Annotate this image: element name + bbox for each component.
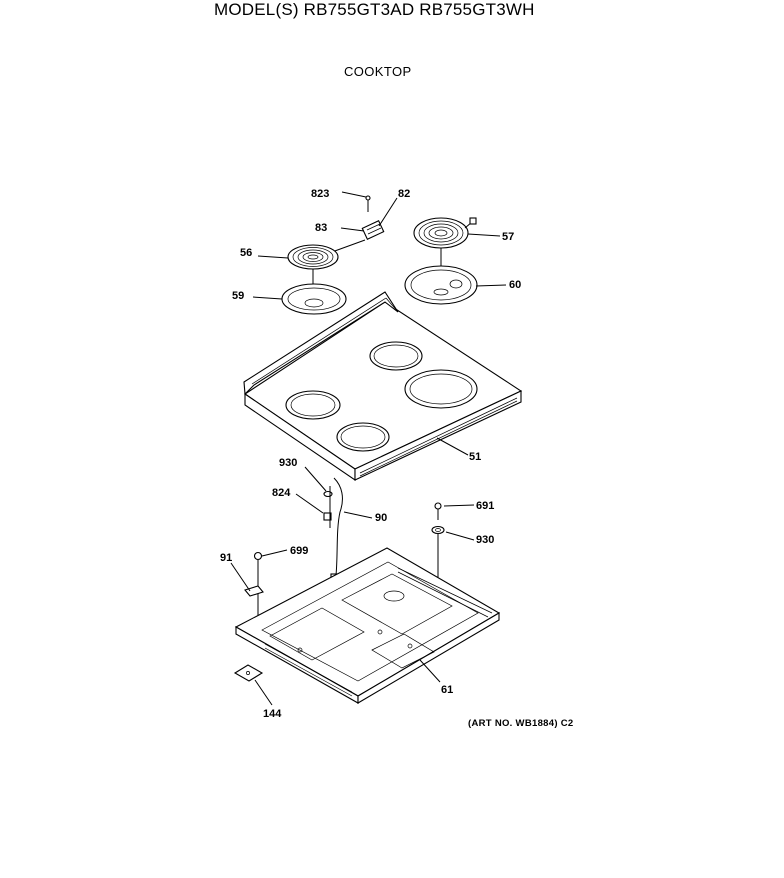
part-61-burner-box xyxy=(234,547,501,704)
part-91-bracket xyxy=(244,585,264,597)
leader-699 xyxy=(261,549,288,557)
leader-691 xyxy=(443,504,475,507)
callout-57: 57 xyxy=(502,231,514,243)
part-57-large-surface-element xyxy=(413,217,477,268)
part-824-clip xyxy=(323,512,332,521)
leader-144 xyxy=(254,679,273,706)
callout-60: 60 xyxy=(509,279,521,291)
callout-51: 51 xyxy=(469,451,481,463)
wire-83-56 xyxy=(331,239,366,253)
leader-57 xyxy=(467,233,501,237)
part-930-grommet-left xyxy=(323,490,333,498)
part-930-grommet-right xyxy=(431,525,445,535)
leader-59 xyxy=(252,296,283,300)
part-83-terminal-block xyxy=(361,220,385,240)
part-60-large-drip-pan xyxy=(404,265,478,305)
callout-930-left: 930 xyxy=(279,457,297,469)
callout-82: 82 xyxy=(398,188,410,200)
callout-691: 691 xyxy=(476,500,494,512)
art-number: (ART NO. WB1884) C2 xyxy=(468,718,574,729)
callout-59: 59 xyxy=(232,290,244,302)
part-823-screw xyxy=(365,195,371,212)
callout-824: 824 xyxy=(272,487,291,499)
leader-90 xyxy=(343,511,373,519)
leader-82 xyxy=(378,197,398,227)
callout-930-right: 930 xyxy=(476,534,494,546)
callout-91: 91 xyxy=(220,552,232,564)
callout-699: 699 xyxy=(290,545,308,557)
callout-56: 56 xyxy=(240,247,252,259)
leader-83 xyxy=(340,227,365,232)
leader-60 xyxy=(475,284,507,287)
part-59-small-drip-pan xyxy=(281,283,347,315)
leader-930-right xyxy=(445,531,475,541)
callout-83: 83 xyxy=(315,222,327,234)
callout-144: 144 xyxy=(263,708,282,720)
section-title: COOKTOP xyxy=(344,64,412,79)
callout-90: 90 xyxy=(375,512,387,524)
leader-91 xyxy=(230,562,251,592)
part-56-small-surface-element xyxy=(287,244,339,284)
part-51-maintop xyxy=(243,291,523,482)
part-144-bracket-plate xyxy=(233,664,264,682)
leader-51 xyxy=(436,437,469,456)
leader-61 xyxy=(419,659,441,683)
callout-823: 823 xyxy=(311,188,329,200)
leader-56 xyxy=(257,255,289,259)
leader-930-left xyxy=(304,466,327,492)
part-90-wire-harness xyxy=(330,477,343,583)
leader-824 xyxy=(295,493,324,514)
model-numbers: MODEL(S) RB755GT3AD RB755GT3WH xyxy=(214,0,535,19)
part-691-screw xyxy=(434,502,442,520)
callout-61: 61 xyxy=(441,684,453,696)
leader-823 xyxy=(341,191,367,198)
